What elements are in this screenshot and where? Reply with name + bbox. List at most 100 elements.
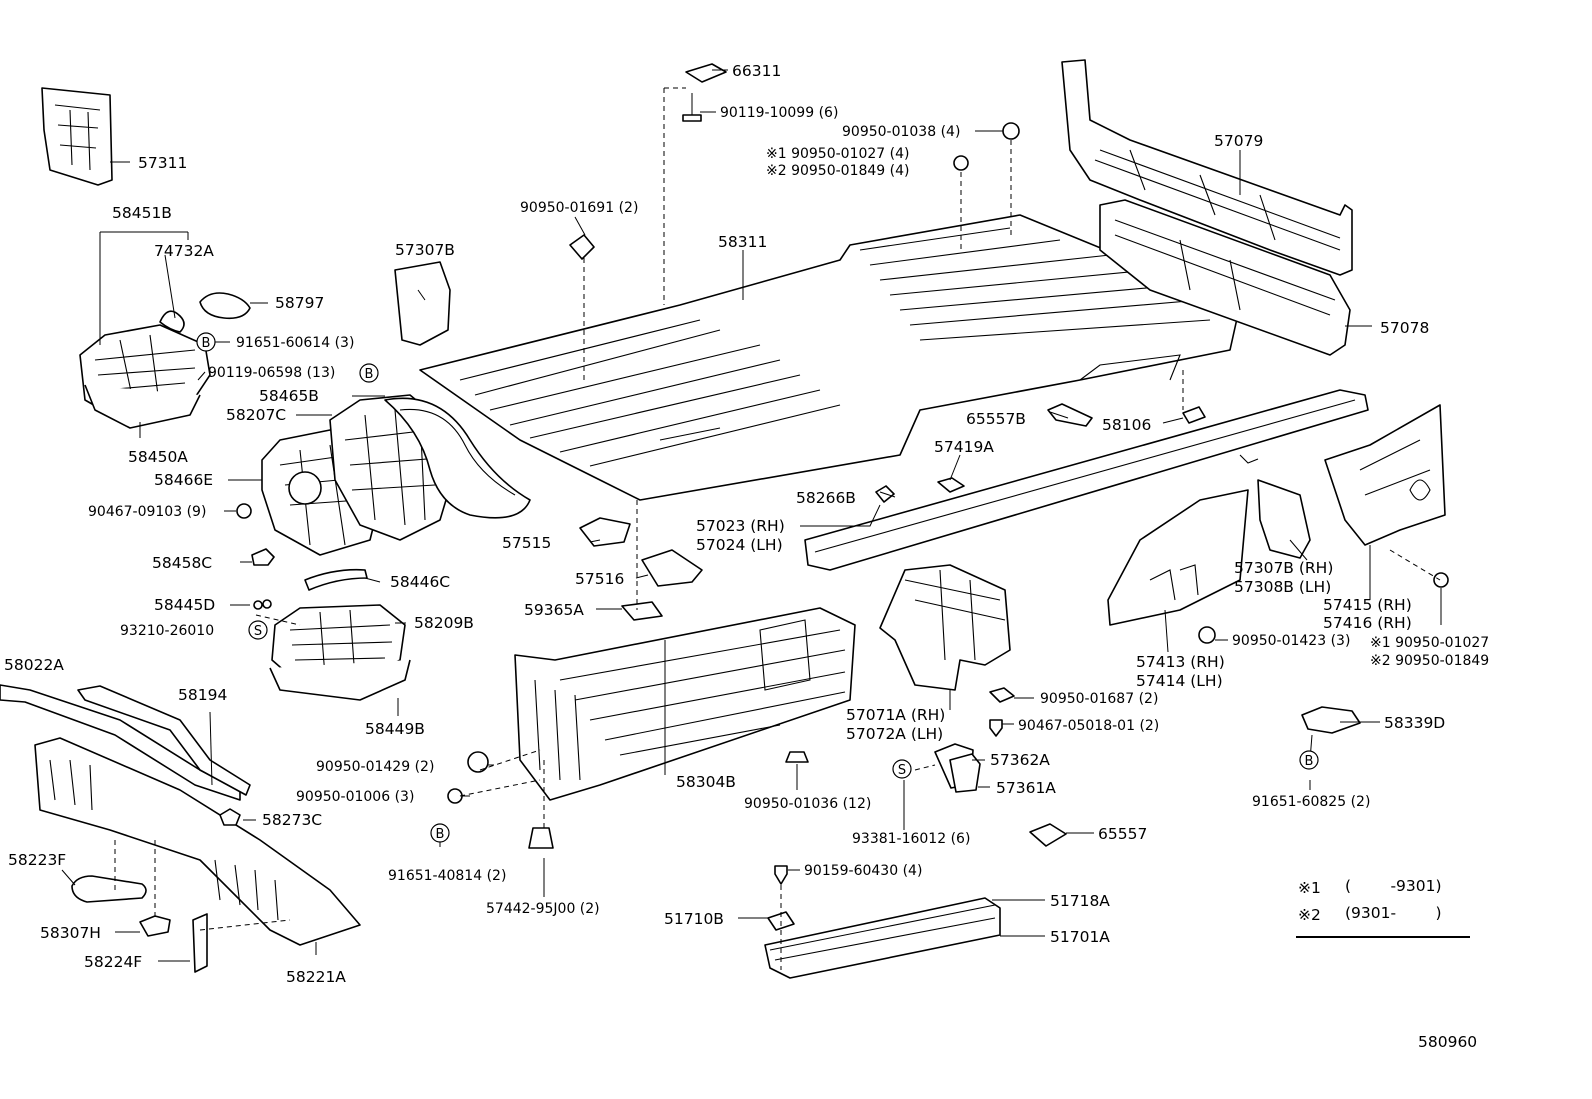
label-58223f: 58223F <box>8 851 66 869</box>
part-shape-58797 <box>199 292 251 320</box>
part-shape-58106 <box>1182 406 1206 424</box>
label-91651-40814: 91651-40814 (2) <box>388 868 506 884</box>
label-57362a: 57362A <box>990 751 1050 769</box>
label-90950-01429: 90950-01429 (2) <box>316 759 434 775</box>
part-shape-58458c <box>251 548 275 566</box>
label-59365a: 59365A <box>524 601 584 619</box>
part-shape-58224f <box>192 913 208 973</box>
badge-b-text: B <box>202 336 211 351</box>
label-90950-01687: 90950-01687 (2) <box>1040 691 1158 707</box>
badge-b-icon <box>1299 750 1319 770</box>
label-58446c: 58446C <box>390 573 450 591</box>
part-shape-58223f <box>71 875 147 903</box>
label-58445d: 58445D <box>154 596 215 614</box>
part-shape-90950-01429 <box>467 751 489 773</box>
part-shape-90159-60430 <box>774 865 788 885</box>
label-90119-06598: 90119-06598 (13) <box>208 365 335 381</box>
part-shape-58450a <box>79 324 211 429</box>
part-shape-74732a <box>159 310 185 333</box>
part-shape-57071a <box>879 564 1011 691</box>
label-58307h: 58307H <box>40 924 101 942</box>
label-58304b: 58304B <box>676 773 736 791</box>
label-91651-60614: 91651-60614 (3) <box>236 335 354 351</box>
part-shape-90467-05018-01 <box>989 719 1003 737</box>
label-51718a: 51718A <box>1050 892 1110 910</box>
label-58450a: 58450A <box>128 448 188 466</box>
label-57416-rh: 57416 (RH) <box>1323 614 1412 632</box>
badge-b-text: B <box>436 827 445 842</box>
label-57516: 57516 <box>575 570 624 588</box>
label-51710b: 51710B <box>664 910 724 928</box>
part-shape-58339d <box>1301 706 1361 734</box>
label-58311: 58311 <box>718 233 767 251</box>
part-shape-90950-01038 <box>1002 122 1020 140</box>
label-90950-01006: 90950-01006 (3) <box>296 789 414 805</box>
part-shape-90119-10099 <box>682 93 702 122</box>
label-90467-05018-01: 90467-05018-01 (2) <box>1018 718 1159 734</box>
part-shape-58194 <box>77 685 251 796</box>
badge-b-icon <box>430 823 450 843</box>
label-57078: 57078 <box>1380 319 1429 337</box>
part-shape-57361a <box>949 753 981 793</box>
label-66311: 66311 <box>732 62 781 80</box>
part-shape-90950-01687 <box>989 687 1015 703</box>
badge-s-icon <box>248 620 268 640</box>
label-57079: 57079 <box>1214 132 1263 150</box>
label-90950-01027-right: ※1 90950-01027 <box>1370 635 1489 651</box>
part-shape-58022a <box>0 684 241 801</box>
label-57442-95j00: 57442-95J00 (2) <box>486 901 600 917</box>
part-shape-90950-01036 <box>785 751 809 763</box>
part-shape-57078 <box>1099 199 1351 356</box>
label-57414-lh: 57414 (LH) <box>1136 672 1223 690</box>
part-shape-65557b <box>1047 403 1093 427</box>
label-57361a: 57361A <box>996 779 1056 797</box>
label-57413-rh: 57413 (RH) <box>1136 653 1225 671</box>
legend-row1-text: ( -9301) <box>1345 877 1442 895</box>
label-57023: 57023 (RH) <box>696 517 785 535</box>
label-58339d: 58339D <box>1384 714 1445 732</box>
part-shape-57516 <box>641 549 703 587</box>
label-58207c: 58207C <box>226 406 286 424</box>
part-shape-57413 <box>1107 489 1249 626</box>
label-65557b: 65557B <box>966 410 1026 428</box>
label-57415-rh: 57415 (RH) <box>1323 596 1412 614</box>
part-shape-90950-01027-right <box>1433 572 1449 588</box>
label-91651-60825: 91651-60825 (2) <box>1252 794 1370 810</box>
badge-s-text: S <box>254 624 262 639</box>
part-shape-57415 <box>1324 404 1446 546</box>
label-58466e: 58466E <box>154 471 213 489</box>
leader-lines <box>61 69 1442 962</box>
label-58106: 58106 <box>1102 416 1151 434</box>
part-shape-58221a <box>34 737 361 946</box>
part-shape-58307h <box>139 915 171 937</box>
label-58194: 58194 <box>178 686 227 704</box>
label-90950-01849-top: ※2 90950-01849 (4) <box>766 163 910 179</box>
badge-b-text: B <box>365 367 374 382</box>
part-shape-90950-01423 <box>1198 626 1216 644</box>
part-shape-66311 <box>685 63 727 83</box>
part-shape-90950-01006 <box>447 788 463 804</box>
label-90950-01036: 90950-01036 (12) <box>744 796 871 812</box>
label-65557: 65557 <box>1098 825 1147 843</box>
part-shape-57311 <box>41 87 113 186</box>
label-57071a: 57071A (RH) <box>846 706 945 724</box>
label-51701a: 51701A <box>1050 928 1110 946</box>
part-shape-57307b-rh <box>1257 479 1311 559</box>
part-shape-57079 <box>1061 59 1353 276</box>
label-90119-10099: 90119-10099 (6) <box>720 105 838 121</box>
label-57515: 57515 <box>502 534 551 552</box>
label-57419a: 57419A <box>934 438 994 456</box>
part-shape-58446c <box>304 568 368 591</box>
label-58022a: 58022A <box>4 656 64 674</box>
legend: ※1 ( -9301) ※2 (9301- ) <box>1296 877 1470 938</box>
label-58451b: 58451B <box>112 204 172 222</box>
label-57072a: 57072A (LH) <box>846 725 943 743</box>
badge-b-icon <box>196 332 216 352</box>
badge-b-text: B <box>1305 754 1314 769</box>
part-shape-58311 <box>419 214 1241 501</box>
diagram-id: 580960 <box>1418 1033 1477 1051</box>
part-shape-57419a <box>937 477 965 493</box>
part-shape-57307b <box>394 261 451 346</box>
label-74732a: 74732A <box>154 242 214 260</box>
